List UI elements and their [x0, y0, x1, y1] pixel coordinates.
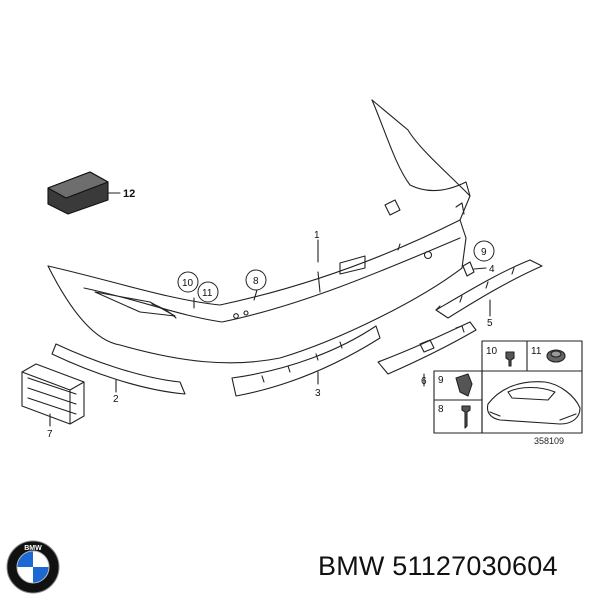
bmw-logo: BMW: [6, 540, 60, 594]
inset-callout-11: 11: [531, 346, 542, 357]
callout-5: 5: [487, 318, 493, 329]
callout-3: 3: [315, 388, 321, 399]
part-1-bumper-cover: [47, 99, 471, 364]
part-4-bracket: [462, 261, 487, 277]
callout-8: 8: [253, 276, 259, 287]
inset-fasteners: [433, 340, 583, 434]
part-12-block: [47, 171, 121, 215]
callout-12: 12: [123, 188, 135, 200]
drawing-number: 358109: [534, 436, 564, 446]
part-7-grille: [21, 363, 85, 427]
inset-callout-10: 10: [486, 346, 498, 357]
part-5-carrier: [435, 259, 543, 319]
callout-2: 2: [113, 394, 119, 405]
callout-4: 4: [489, 264, 495, 275]
parts-diagram: 12 1 10 11 8 9 4 5 2 3 6 7 10 11 9 8 358…: [21, 99, 583, 446]
part-6-mount-plate: [377, 321, 477, 387]
brand-part-number: BMW 51127030604: [318, 551, 558, 581]
part-3-trim-strip: [231, 325, 381, 397]
inset-callout-8: 8: [438, 404, 444, 415]
logo-letters: BMW: [24, 545, 42, 552]
inset-callout-9: 9: [438, 375, 444, 386]
callout-7: 7: [47, 429, 53, 440]
callout-1: 1: [314, 230, 320, 241]
callout-6: 6: [421, 376, 427, 387]
part-2-trim-strip: [51, 343, 186, 395]
callout-9: 9: [481, 247, 487, 258]
callout-10: 10: [182, 278, 194, 289]
callout-11: 11: [202, 288, 213, 299]
